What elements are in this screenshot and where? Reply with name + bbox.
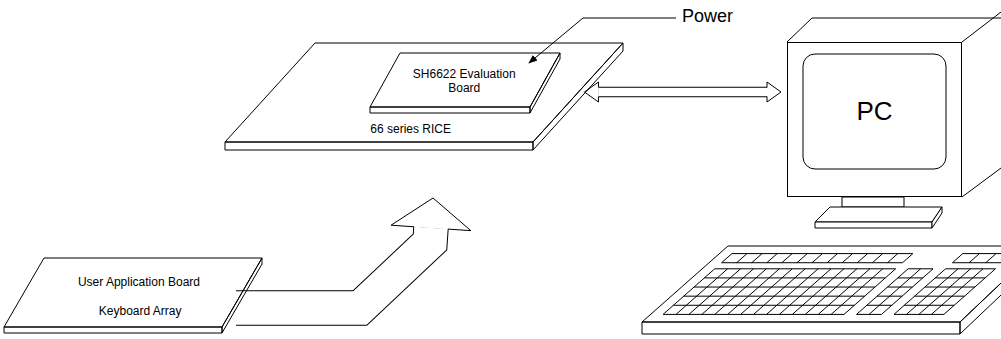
screen-label: PC [856, 96, 892, 127]
board-label: SH6622 Evaluation Board [403, 67, 525, 96]
power-leader [529, 18, 676, 63]
power-label: Power [682, 6, 733, 28]
evaluation-board: SH6622 Evaluation Board [370, 53, 560, 113]
monitor-housing [787, 12, 1001, 228]
cable-arrow [236, 198, 471, 308]
data-link-arrow [584, 82, 781, 102]
pc-keyboard [642, 246, 1001, 334]
application-board: User Application BoardKeyboard Array [4, 258, 262, 333]
rice-board: 66 series RICE SH6622 Evaluation Board [225, 43, 623, 150]
pc-monitor: PC [787, 42, 962, 197]
board-outline [4, 258, 262, 333]
board-label: 66 series RICE [370, 122, 451, 136]
board-label: User Application Board [78, 275, 200, 289]
board-label: Keyboard Array [99, 304, 182, 318]
